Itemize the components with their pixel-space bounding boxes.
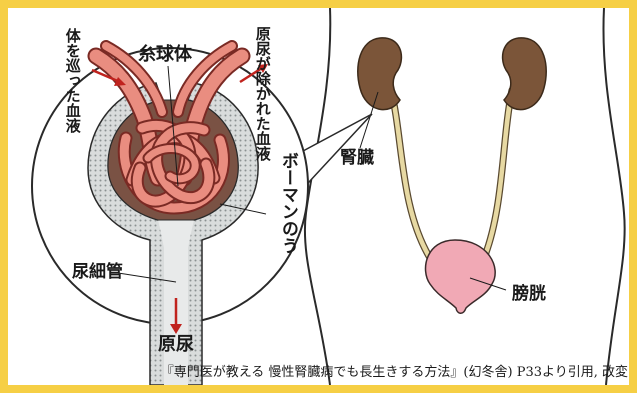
kidney-label: 腎臓 [340,150,374,168]
body-outline [305,8,330,385]
bladder-shape [426,240,496,313]
blood-out-label: 原尿が除かれた血液 [254,26,270,92]
left-ureter-fill [391,90,430,258]
diagram-panel: 糸球体 体を巡った血液 原尿が除かれた血液 ボーマンのう 尿細管 原尿 腎臓 膀… [8,8,629,385]
source-caption: 『専門医が教える 慢性腎臓病でも長生きする方法』(幻冬舎) P33より引用, 改… [158,361,628,380]
diagram-illustration [8,8,629,385]
right-ureter-fill [484,90,512,258]
right-kidney [503,38,547,110]
bowman-label: ボーマンのう [278,152,296,254]
body-outline-right [603,8,624,385]
glomerulus-label: 糸球体 [138,46,192,65]
bladder-label: 膀胱 [512,286,546,304]
blood-in-label: 体を巡った血液 [64,28,80,118]
tubule-label: 尿細管 [72,264,123,282]
left-kidney [358,38,402,110]
primary-urine-label: 原尿 [158,336,194,355]
